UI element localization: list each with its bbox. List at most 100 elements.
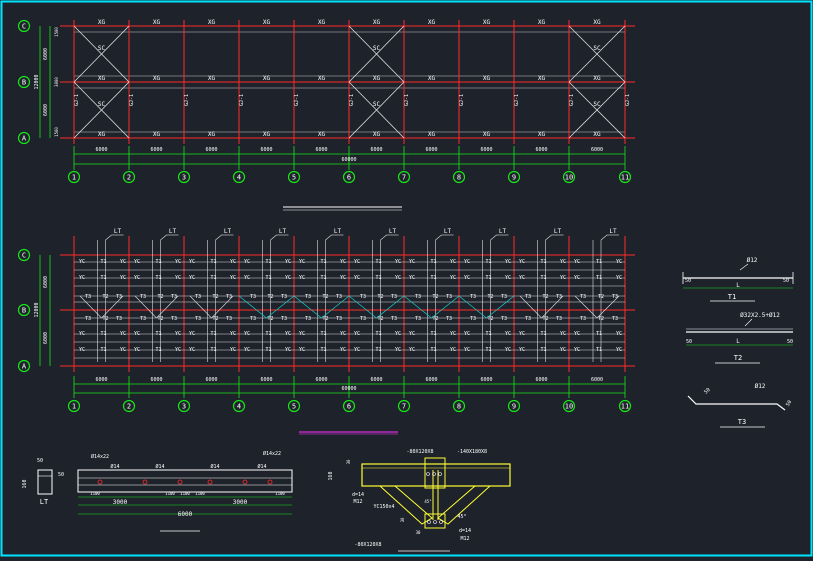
- t1-label: T1: [155, 259, 161, 265]
- lt-label: LT: [224, 228, 232, 235]
- col-axis-3-circle: [177, 399, 191, 413]
- t2-label: T2: [598, 316, 604, 322]
- yc-label: YC: [616, 331, 622, 337]
- t2-label: T2: [487, 294, 493, 300]
- lt-label: LT: [279, 228, 287, 235]
- t3-label: T3: [195, 294, 201, 300]
- t2-rebar-label: Ø32X2.5+Ø12: [740, 312, 780, 319]
- t2-leader: [744, 318, 753, 327]
- yc-label: YC: [560, 275, 566, 281]
- bracing-label: SC: [98, 45, 106, 52]
- lt-title: LT: [40, 498, 49, 506]
- col-axis-7-circle: [397, 399, 411, 413]
- tie-beam-label: XG: [263, 19, 271, 26]
- yc-label: YC: [175, 259, 181, 265]
- t1-label: T1: [100, 347, 106, 353]
- node-gusset: [424, 457, 446, 489]
- bay-dim-label: 6000: [315, 377, 327, 383]
- column-tag: GJ-1: [625, 94, 631, 106]
- tie-rod: [519, 295, 542, 319]
- t3-label: T3: [556, 294, 562, 300]
- roof-bracing-plan: SCSCSCSCSCSCXGXGXGXGXGXGXGXGXGXGXGXGXGXG…: [17, 19, 635, 211]
- node-dim: 30: [416, 530, 421, 535]
- lt-leader: [105, 234, 112, 241]
- t2-label: T2: [267, 294, 273, 300]
- t1-label: T1: [210, 347, 216, 353]
- yc-label: YC: [340, 259, 346, 265]
- yc-label: YC: [230, 275, 236, 281]
- t2-label: T2: [212, 294, 218, 300]
- t2-label: T2: [377, 316, 383, 322]
- t3-label: T3: [281, 294, 287, 300]
- lt-label: LT: [334, 228, 342, 235]
- node-bottom-plate: [424, 513, 446, 529]
- t2-end-label: 50: [787, 339, 793, 345]
- t1-label: T1: [485, 275, 491, 281]
- yc-label: YC: [244, 259, 250, 265]
- t3-label: T3: [525, 316, 531, 322]
- lt-dim: 50: [37, 458, 43, 464]
- col-axis-11-label: 11: [621, 403, 629, 411]
- yc-label: YC: [79, 275, 85, 281]
- col-axis-4-circle: [232, 170, 246, 184]
- yc-label: YC: [574, 331, 580, 337]
- yc-label: YC: [574, 275, 580, 281]
- t3-title: T3: [738, 418, 746, 426]
- t3-label: T3: [612, 316, 618, 322]
- lt-leader: [545, 234, 552, 241]
- beam-elevation: [77, 469, 293, 493]
- node-label: -80X120X8: [406, 449, 433, 455]
- yc-label: YC: [299, 331, 305, 337]
- yc-label: YC: [354, 331, 360, 337]
- left-dim: 6000: [43, 332, 49, 344]
- t1-label: T1: [320, 275, 326, 281]
- t3-label: T3: [501, 316, 507, 322]
- row-axis-B-label: B: [22, 307, 26, 315]
- bay-dim-label: 6000: [315, 147, 327, 153]
- t3-label: T3: [446, 316, 452, 322]
- yc-label: YC: [189, 331, 195, 337]
- col-axis-4-label: 4: [237, 174, 241, 182]
- tie-beam-label: XG: [318, 19, 326, 26]
- yc-label: YC: [519, 259, 525, 265]
- t1-label: T1: [100, 259, 106, 265]
- t1-label: T1: [265, 347, 271, 353]
- row-axis-A-circle: [17, 131, 31, 145]
- tie-beam-label: XG: [483, 131, 491, 138]
- col-axis-11-label: 11: [621, 174, 629, 182]
- hole-label: Ø14: [210, 463, 219, 470]
- t1-label: T1: [485, 347, 491, 353]
- bracing-diagonal: [348, 25, 405, 83]
- tie-rod: [321, 295, 350, 319]
- col-axis-10-label: 10: [565, 174, 573, 182]
- node-label: -140X180X8: [457, 449, 487, 455]
- col-axis-6-label: 6: [347, 403, 351, 411]
- t3-label: T3: [336, 316, 342, 322]
- t3-label: T3: [140, 294, 146, 300]
- col-axis-4-circle: [232, 399, 246, 413]
- yc-label: YC: [285, 259, 291, 265]
- col-axis-7-circle: [397, 170, 411, 184]
- tie-rod: [403, 295, 432, 319]
- bracing-diagonal: [568, 25, 626, 83]
- t3-label: T3: [580, 294, 586, 300]
- yc-label: YC: [409, 259, 415, 265]
- lt-label: LT: [444, 228, 452, 235]
- bay-dim-label: 6000: [150, 147, 162, 153]
- yc-label: YC: [244, 331, 250, 337]
- left-dim-total: 12000: [34, 74, 40, 89]
- tie-beam-label: XG: [208, 75, 216, 82]
- t1-label: T1: [540, 275, 546, 281]
- bracing-label: SC: [373, 101, 381, 108]
- bolt-hole: [142, 479, 148, 485]
- node-label: M12: [460, 536, 469, 542]
- t2-label: T2: [542, 294, 548, 300]
- row-axis-B-circle: [17, 75, 31, 89]
- row-axis-B-circle: [17, 303, 31, 317]
- beam-dim-small-label: 1100: [195, 491, 205, 496]
- t3-label: T3: [580, 316, 586, 322]
- yc-label: YC: [519, 275, 525, 281]
- node-dim: 30: [346, 459, 351, 464]
- node-dim: 30: [400, 517, 405, 522]
